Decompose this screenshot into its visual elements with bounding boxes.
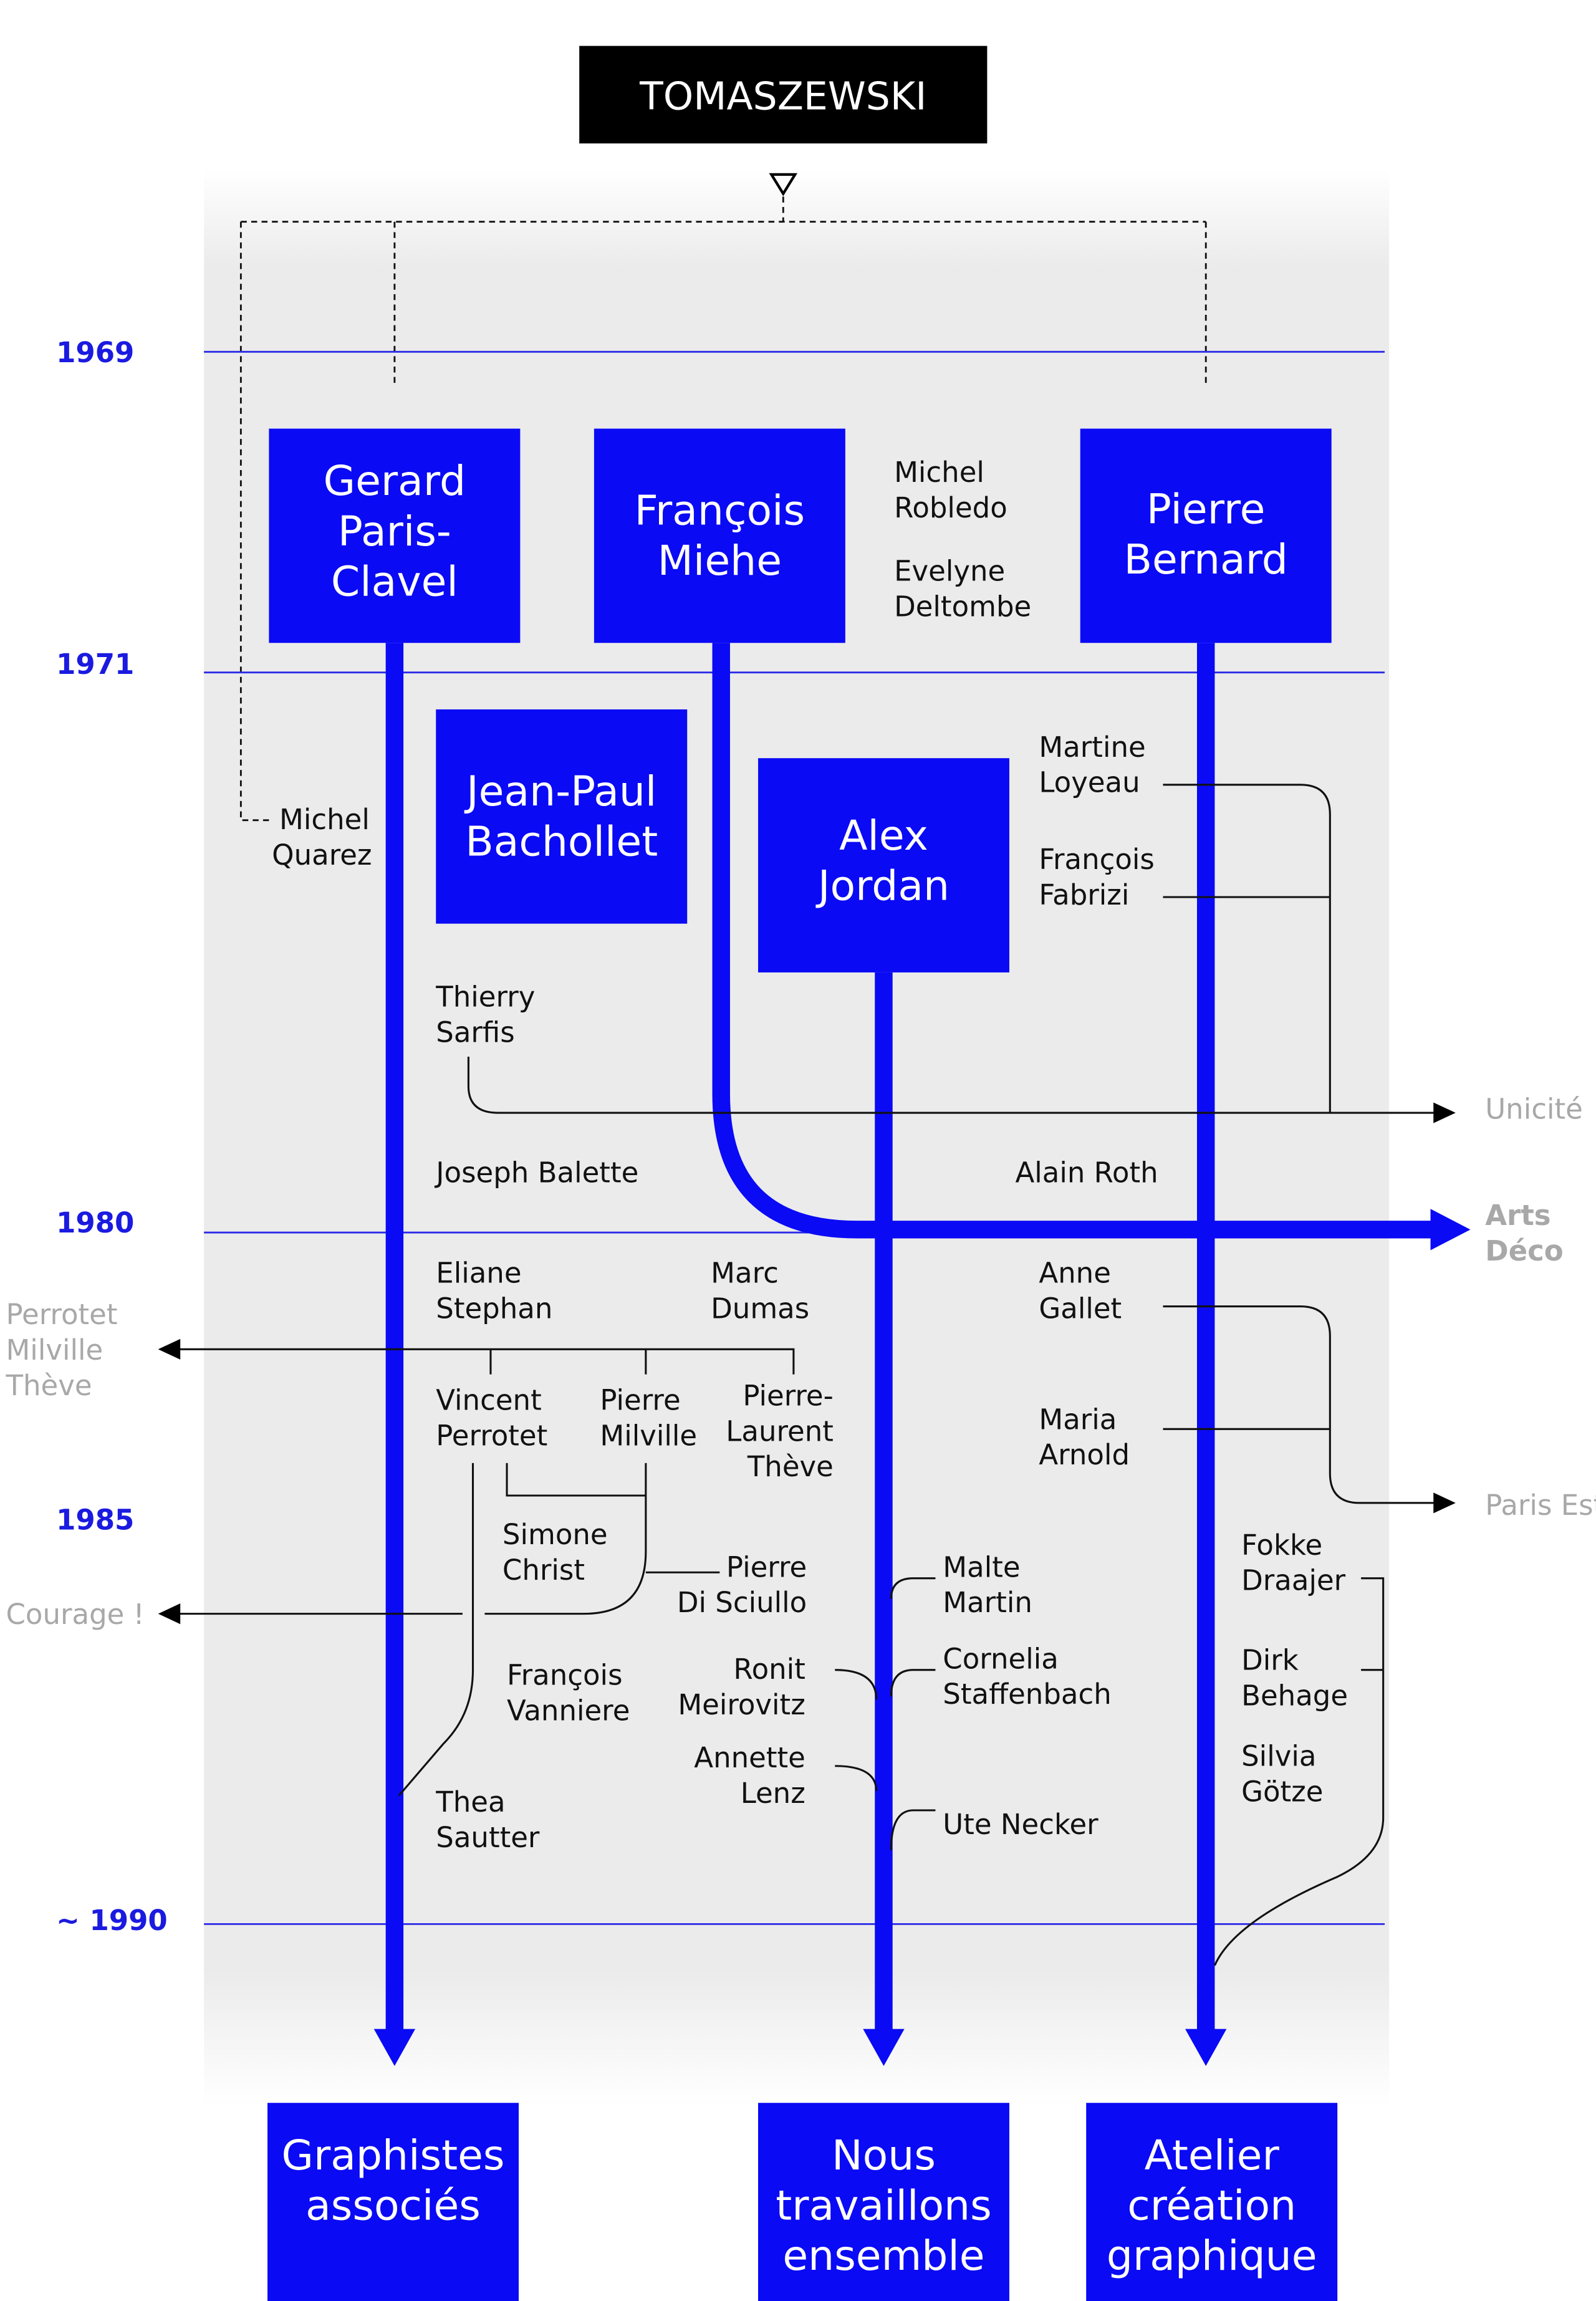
year-1969: 1969 (56, 336, 134, 369)
person-ute-necker: Ute Necker (943, 1808, 1098, 1841)
group-paris-est: Paris Est (1485, 1489, 1596, 1522)
bernard-arrowhead (1185, 2029, 1227, 2066)
year-1990: ~ 1990 (56, 1904, 168, 1937)
group-unicite: Unicité (1485, 1093, 1583, 1126)
jordan-arrowhead (863, 2029, 905, 2066)
connectors (177, 784, 1436, 1966)
paris-clavel-arrowhead (373, 2029, 416, 2066)
arrowheads (158, 1102, 1456, 1625)
title: TOMASZEWSKI (639, 74, 926, 119)
year-1980: 1980 (56, 1206, 134, 1239)
miehe-line (712, 643, 1436, 1239)
title-box (579, 46, 988, 144)
dashed-links (239, 196, 1207, 822)
triangle-down-icon (769, 173, 798, 196)
person-alain-roth: Alain Roth (1015, 1156, 1158, 1189)
year-1985: 1985 (56, 1503, 134, 1536)
year-1971: 1971 (56, 648, 134, 681)
miehe-arrowhead (1430, 1209, 1471, 1251)
group-courage: Courage ! (6, 1598, 144, 1631)
person-joseph-balette: Joseph Balette (434, 1156, 638, 1189)
